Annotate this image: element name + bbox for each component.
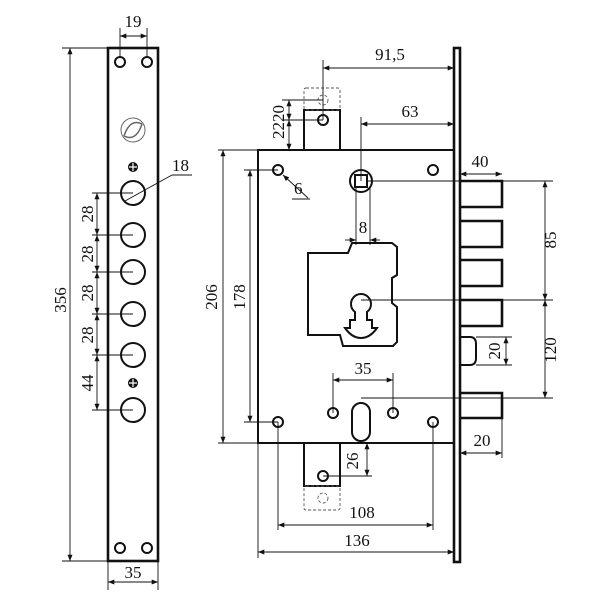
dim-pitch-2: 28 xyxy=(78,246,97,263)
dim-hole-diameter: 6 xyxy=(294,179,303,198)
dim-latch-height: 20 xyxy=(485,343,504,360)
key-cutout xyxy=(307,242,398,347)
dim-key-to-cylinder: 120 xyxy=(541,337,560,363)
dim-tongue: 2220 xyxy=(269,105,288,139)
dim-last-pitch: 44 xyxy=(78,374,97,392)
dim-hole-spacing: 19 xyxy=(125,12,142,31)
dim-body-height: 206 xyxy=(202,284,221,310)
screw-icon xyxy=(128,378,138,388)
dim-spindle-to-key: 85 xyxy=(541,232,560,249)
dim-pitch-3: 28 xyxy=(78,285,97,302)
dim-body-width: 136 xyxy=(344,531,370,550)
screw-icon xyxy=(128,162,138,172)
latch xyxy=(460,336,477,366)
dim-bottom-bolt-throw: 20 xyxy=(474,431,491,450)
dim-mount-spacing: 178 xyxy=(230,284,249,310)
dim-bolt-diameter: 18 xyxy=(172,156,189,175)
dim-cylinder-holes: 35 xyxy=(355,359,372,378)
lock-body: 91,5 63 2220 206 178 6 8 40 85 120 20 xyxy=(202,45,560,564)
bolts xyxy=(460,179,504,420)
dim-mount-width: 108 xyxy=(349,503,375,522)
dim-spindle-square: 8 xyxy=(359,218,368,237)
dim-spindle-backset: 63 xyxy=(402,102,419,121)
dim-pitch-4: 28 xyxy=(78,327,97,344)
brand-logo-icon xyxy=(120,117,146,143)
dim-bolt-throw: 40 xyxy=(472,152,489,171)
dim-tongue-bottom: 26 xyxy=(343,453,362,470)
dim-length: 356 xyxy=(51,287,70,313)
euro-cylinder-hole xyxy=(351,402,371,442)
faceplate: 19 356 35 18 28 28 28 28 44 xyxy=(51,12,192,590)
dim-width: 35 xyxy=(125,563,142,582)
dim-pitch-1: 28 xyxy=(78,206,97,223)
dim-backset-top: 91,5 xyxy=(375,45,405,64)
